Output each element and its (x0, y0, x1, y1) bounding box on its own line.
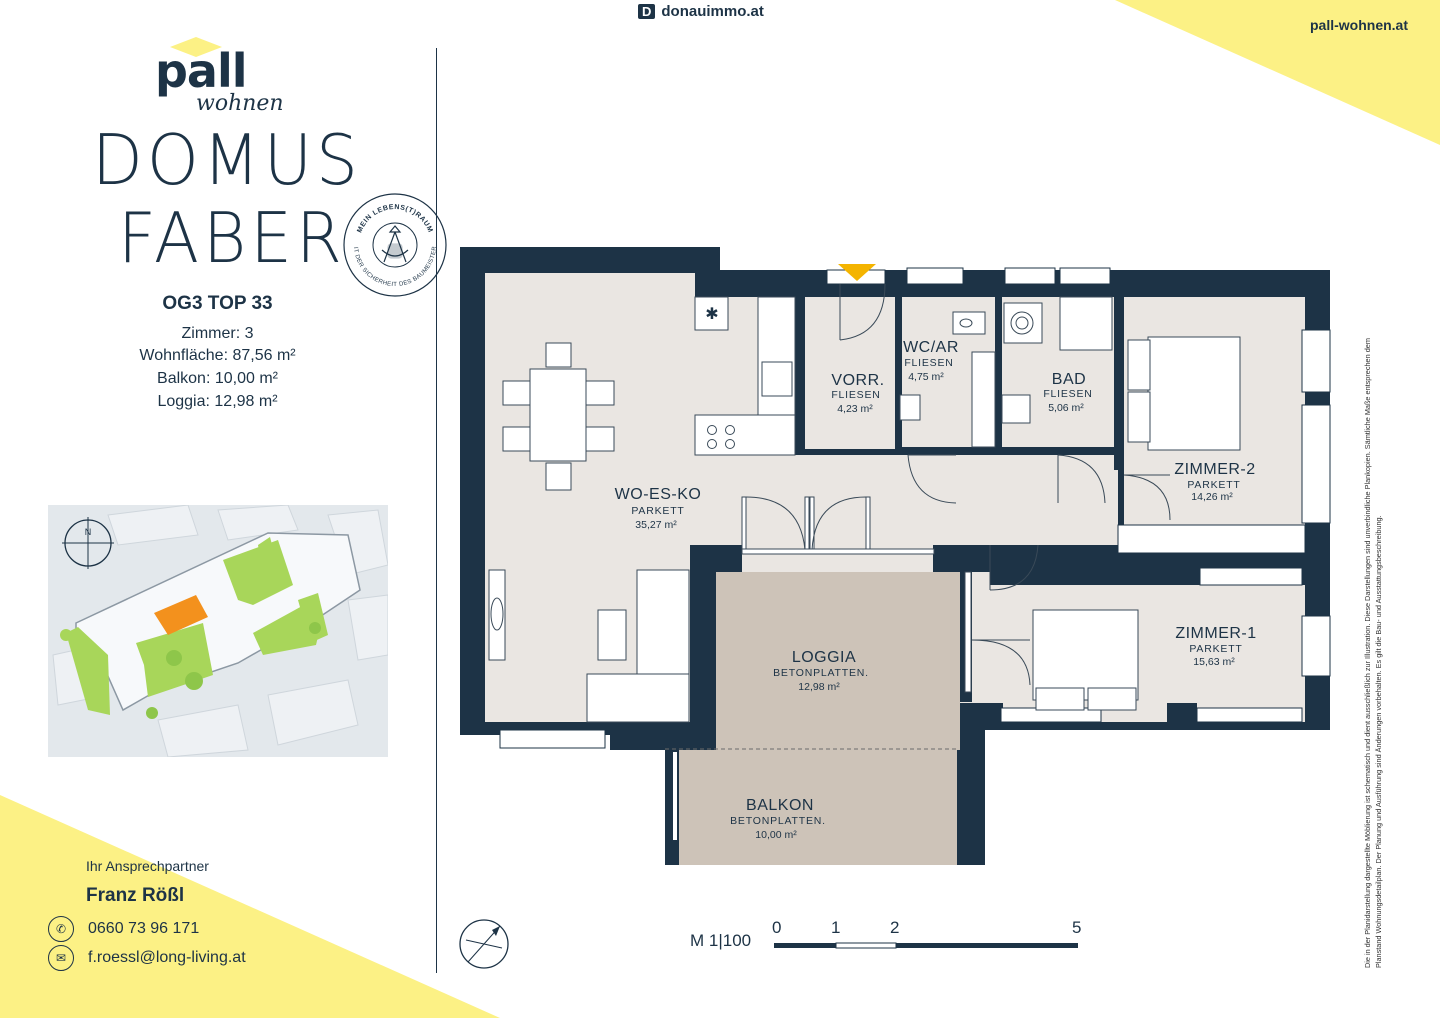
room-area: 35,27 m² (635, 519, 677, 531)
contact-email-row[interactable]: ✉ f.roessl@long-living.at (48, 945, 246, 971)
contact-phone[interactable]: 0660 73 96 171 (88, 920, 200, 937)
contact-email[interactable]: f.roessl@long-living.at (88, 949, 246, 966)
compass-north-icon (459, 919, 509, 969)
room-name: LOGGIA (792, 649, 856, 666)
website-link[interactable]: pall-wohnen.at (1310, 17, 1408, 33)
kitchen-units (694, 296, 796, 456)
project-title-line2: FABER (118, 198, 346, 279)
unit-id: OG3 TOP 33 (162, 293, 273, 314)
contact-name: Franz Rößl (86, 885, 185, 906)
unit-balcony-area: Balkon: 10,00 m² (157, 370, 278, 387)
svg-text:MEIN LEBENS(T)RAUM: MEIN LEBENS(T)RAUM (356, 204, 433, 234)
room-area: 5,06 m² (1048, 402, 1084, 414)
donauimmo-logo-mark: D (638, 4, 656, 19)
fridge-icon: ✱ (705, 306, 718, 323)
windows (499, 267, 1331, 749)
room-area: 4,23 m² (837, 403, 873, 415)
room-label-balkon: BALKON BETONPLATTEN. 10,00 m² (730, 797, 826, 841)
scale-tick-1: 1 (831, 918, 841, 937)
donauimmo-brand-name: donauimmo.at (661, 3, 764, 20)
pall-logo-diamond-icon (170, 37, 222, 57)
north-label: N (85, 527, 92, 537)
floor-plan[interactable]: ✱ (455, 240, 1340, 870)
room-label-zimmer-1: ZIMMER-1 PARKETT 15,63 m² (1175, 625, 1256, 668)
room-area: 10,00 m² (755, 829, 797, 841)
site-plan-trees (146, 622, 321, 719)
scale-label: M 1|100 (690, 931, 752, 950)
balcony-floor (665, 750, 957, 865)
room-label-zimmer-2: ZIMMER-2 PARKETT 14,26 m² (1174, 461, 1255, 503)
scale-bar (774, 942, 1078, 949)
room-area: 12,98 m² (798, 681, 840, 693)
loggia-doors (741, 496, 972, 693)
disclaimer-text: Die in der Planidarstellung dargestellte… (1363, 338, 1383, 968)
room-name: VORR. (831, 372, 884, 389)
loggia-floor (716, 572, 960, 750)
room-label-wc-ar: WC/AR FLIESEN 4,75 m² (903, 339, 959, 383)
project-title-line1: DOMUS (92, 120, 362, 201)
room-label-vorr: VORR. FLIESEN 4,23 m² (831, 372, 884, 415)
zimmer-2-bed (1127, 336, 1241, 451)
entrance-marker-icon (838, 264, 876, 281)
room-floor: BETONPLATTEN. (730, 815, 826, 827)
compass-tool-icon (381, 225, 409, 263)
room-floor: PARKETT (631, 505, 684, 517)
site-plan-unit-highlight (154, 595, 208, 635)
room-area: 14,26 m² (1191, 491, 1233, 503)
scale-tick-2: 2 (890, 918, 900, 937)
room-name: WC/AR (903, 339, 959, 356)
room-floor: PARKETT (1187, 479, 1240, 491)
dining-table (502, 342, 615, 491)
baumeister-badge: MEIN LEBENS(T)RAUM MIT DER SICHERHEIT DE… (342, 192, 447, 297)
site-plan-map[interactable]: N (48, 505, 388, 757)
bath-fixtures (1001, 296, 1113, 424)
zimmer-1-bed (1032, 609, 1139, 711)
unit-living-area: Wohnfläche: 87,56 m² (139, 347, 296, 364)
room-name: BAD (1052, 371, 1086, 388)
pall-logo-word: pall (155, 44, 248, 98)
room-label-loggia: LOGGIA BETONPLATTEN. 12,98 m² (773, 649, 869, 693)
room-name: ZIMMER-1 (1175, 625, 1256, 642)
room-area: 15,63 m² (1193, 656, 1235, 668)
room-floor: FLIESEN (904, 357, 953, 369)
scale-tick-0: 0 (772, 918, 782, 937)
bottom-left-yellow-shape (0, 795, 500, 1018)
interior-doors (839, 283, 1171, 686)
balcony-railing (673, 752, 677, 840)
room-floor: FLIESEN (831, 389, 880, 401)
room-name: ZIMMER-2 (1174, 461, 1255, 478)
room-area: 4,75 m² (908, 371, 944, 383)
room-label-bad: BAD FLIESEN 5,06 m² (1043, 371, 1092, 414)
interior-walls (690, 285, 1306, 725)
top-right-yellow-shape (1115, 0, 1440, 145)
living-furniture (488, 569, 690, 723)
room-floor: PARKETT (1189, 643, 1242, 655)
room-floor: BETONPLATTEN. (773, 667, 869, 679)
contact-label: Ihr Ansprechpartner (86, 858, 209, 874)
room-name: WO-ES-KO (615, 486, 702, 503)
site-plan-north-arrow-icon: N (62, 517, 114, 569)
wc-fixtures (899, 311, 996, 448)
unit-rooms: Zimmer: 3 (181, 325, 254, 342)
vertical-divider (436, 48, 437, 973)
room-label-wo-es-ko: WO-ES-KO PARKETT 35,27 m² (615, 486, 702, 531)
email-icon: ✉ (48, 945, 74, 971)
badge-top-text: MEIN LEBENS(T)RAUM (356, 204, 433, 234)
donauimmo-logo[interactable]: D donauimmo.at (638, 3, 764, 20)
unit-loggia-area: Loggia: 12,98 m² (157, 393, 278, 410)
wohnen-logo-word: wohnen (196, 91, 284, 116)
room-name: BALKON (746, 797, 814, 814)
contact-phone-row[interactable]: ✆ 0660 73 96 171 (48, 916, 199, 942)
phone-icon: ✆ (48, 916, 74, 942)
scale-tick-5: 5 (1072, 918, 1082, 937)
room-floor: FLIESEN (1043, 388, 1092, 400)
